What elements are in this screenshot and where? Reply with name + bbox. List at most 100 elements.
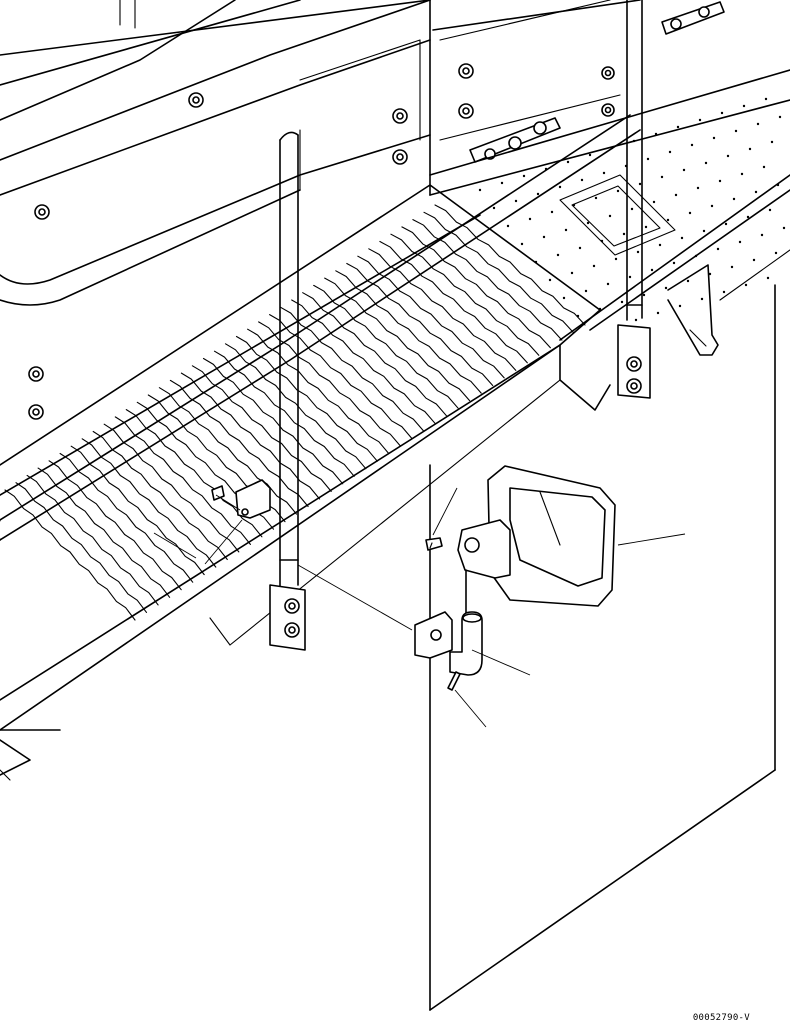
perforation-dot: [634, 318, 638, 322]
grating-tooth-row: [114, 416, 251, 545]
mirror-assembly: [211, 465, 616, 691]
grating-tooth-row: [247, 328, 390, 455]
grating-tooth-row: [70, 445, 205, 576]
bolt: [458, 103, 474, 119]
perforation-dot: [674, 193, 678, 197]
grating-tooth-row: [26, 474, 159, 606]
bolt: [601, 103, 615, 117]
perforation-dot: [570, 271, 574, 275]
grating-tooth-row: [324, 277, 471, 402]
perforation-dot: [646, 157, 650, 161]
perforation-dot: [710, 204, 714, 208]
perforation-dot: [698, 118, 702, 122]
perforation-dot: [748, 147, 752, 151]
perforation-dot: [562, 296, 566, 300]
perforation-dot: [614, 257, 618, 261]
perforation-dot: [686, 279, 690, 283]
grating-tooth-row: [235, 335, 378, 462]
perforation-dot: [678, 304, 682, 308]
grating-tooth-row: [379, 240, 528, 364]
perforation-dot: [638, 182, 642, 186]
grating-tooth-row: [48, 460, 182, 591]
grating-tooth-row: [103, 423, 240, 553]
perforation-dot: [630, 207, 634, 211]
perforation-dot: [682, 168, 686, 172]
perforation-dot: [478, 188, 482, 192]
perforation-dot: [586, 221, 590, 225]
perforation-dot: [608, 214, 612, 218]
perforation-dot: [632, 139, 636, 143]
side-bracket: [667, 264, 719, 356]
grating-tooth-row: [412, 219, 563, 341]
perforation-dot: [620, 300, 624, 304]
perforation-dot: [636, 250, 640, 254]
perforation-dot: [588, 153, 592, 157]
perforation-dot: [642, 293, 646, 297]
bolt: [458, 63, 474, 79]
perforation-dot: [690, 143, 694, 147]
perforation-dot: [778, 115, 782, 119]
perforation-dot: [556, 253, 560, 257]
perforation-dot: [602, 171, 606, 175]
grating-tooth-row: [302, 292, 448, 417]
bolt: [28, 366, 44, 382]
grating-tooth-row: [346, 262, 494, 387]
perforation-dot: [506, 224, 510, 228]
grating-tooth-row: [423, 211, 575, 334]
bolt: [601, 66, 615, 80]
grating-tooth-row: [37, 467, 171, 598]
perforation-dot: [696, 186, 700, 190]
perforation-dot: [722, 290, 726, 294]
perforation-dot: [536, 192, 540, 196]
grating-tooth-row: [291, 299, 436, 424]
perforation-dot: [776, 183, 780, 187]
perforation-dot: [572, 203, 576, 207]
perforation-dot: [712, 136, 716, 140]
handrail-clamp: [211, 479, 271, 519]
perforation-dot: [650, 268, 654, 272]
perforation-dot: [616, 189, 620, 193]
perforation-dot: [754, 190, 758, 194]
perforation-dot: [628, 275, 632, 279]
perforation-dot: [592, 264, 596, 268]
post-clamp-front: [269, 584, 306, 651]
perforation-dot: [768, 208, 772, 212]
body-bolts: [28, 63, 615, 420]
perforation-dot: [734, 129, 738, 133]
perforation-dot: [658, 243, 662, 247]
perforation-dot: [660, 175, 664, 179]
perforation-dot: [666, 218, 670, 222]
perforation-dot: [644, 225, 648, 229]
mirror-bracket: [457, 519, 511, 616]
bolt: [28, 404, 44, 420]
perforation-dot: [548, 278, 552, 282]
grating-tooth-row: [4, 489, 136, 621]
perforation-dot: [708, 272, 712, 276]
perforation-dot: [704, 161, 708, 165]
perforation-dot: [622, 232, 626, 236]
post-clamp-rear: [617, 324, 651, 399]
bolt: [392, 108, 408, 124]
perforation-dot: [566, 160, 570, 164]
grating-tooth-row: [81, 438, 217, 568]
grating-tooth-row: [335, 270, 482, 394]
perforation-dot: [730, 265, 734, 269]
grating-tooth-row: [258, 321, 401, 447]
perforation-dot: [724, 222, 728, 226]
perforation-dot: [558, 185, 562, 189]
perforation-dot: [746, 215, 750, 219]
perforation-dot: [752, 258, 756, 262]
perforation-dot: [742, 104, 746, 108]
perforation-dot: [528, 217, 532, 221]
lower-panel: [0, 284, 776, 1011]
bolt-part: [425, 537, 443, 551]
perforation-dot: [726, 154, 730, 158]
perforation-dot: [550, 210, 554, 214]
perforation-dot: [584, 289, 588, 293]
perforation-dot: [578, 246, 582, 250]
grating-tooth-row: [434, 204, 586, 326]
mirror-stay-elbow: [449, 611, 483, 676]
perforation-dot: [700, 297, 704, 301]
perforation-dot: [782, 226, 786, 230]
